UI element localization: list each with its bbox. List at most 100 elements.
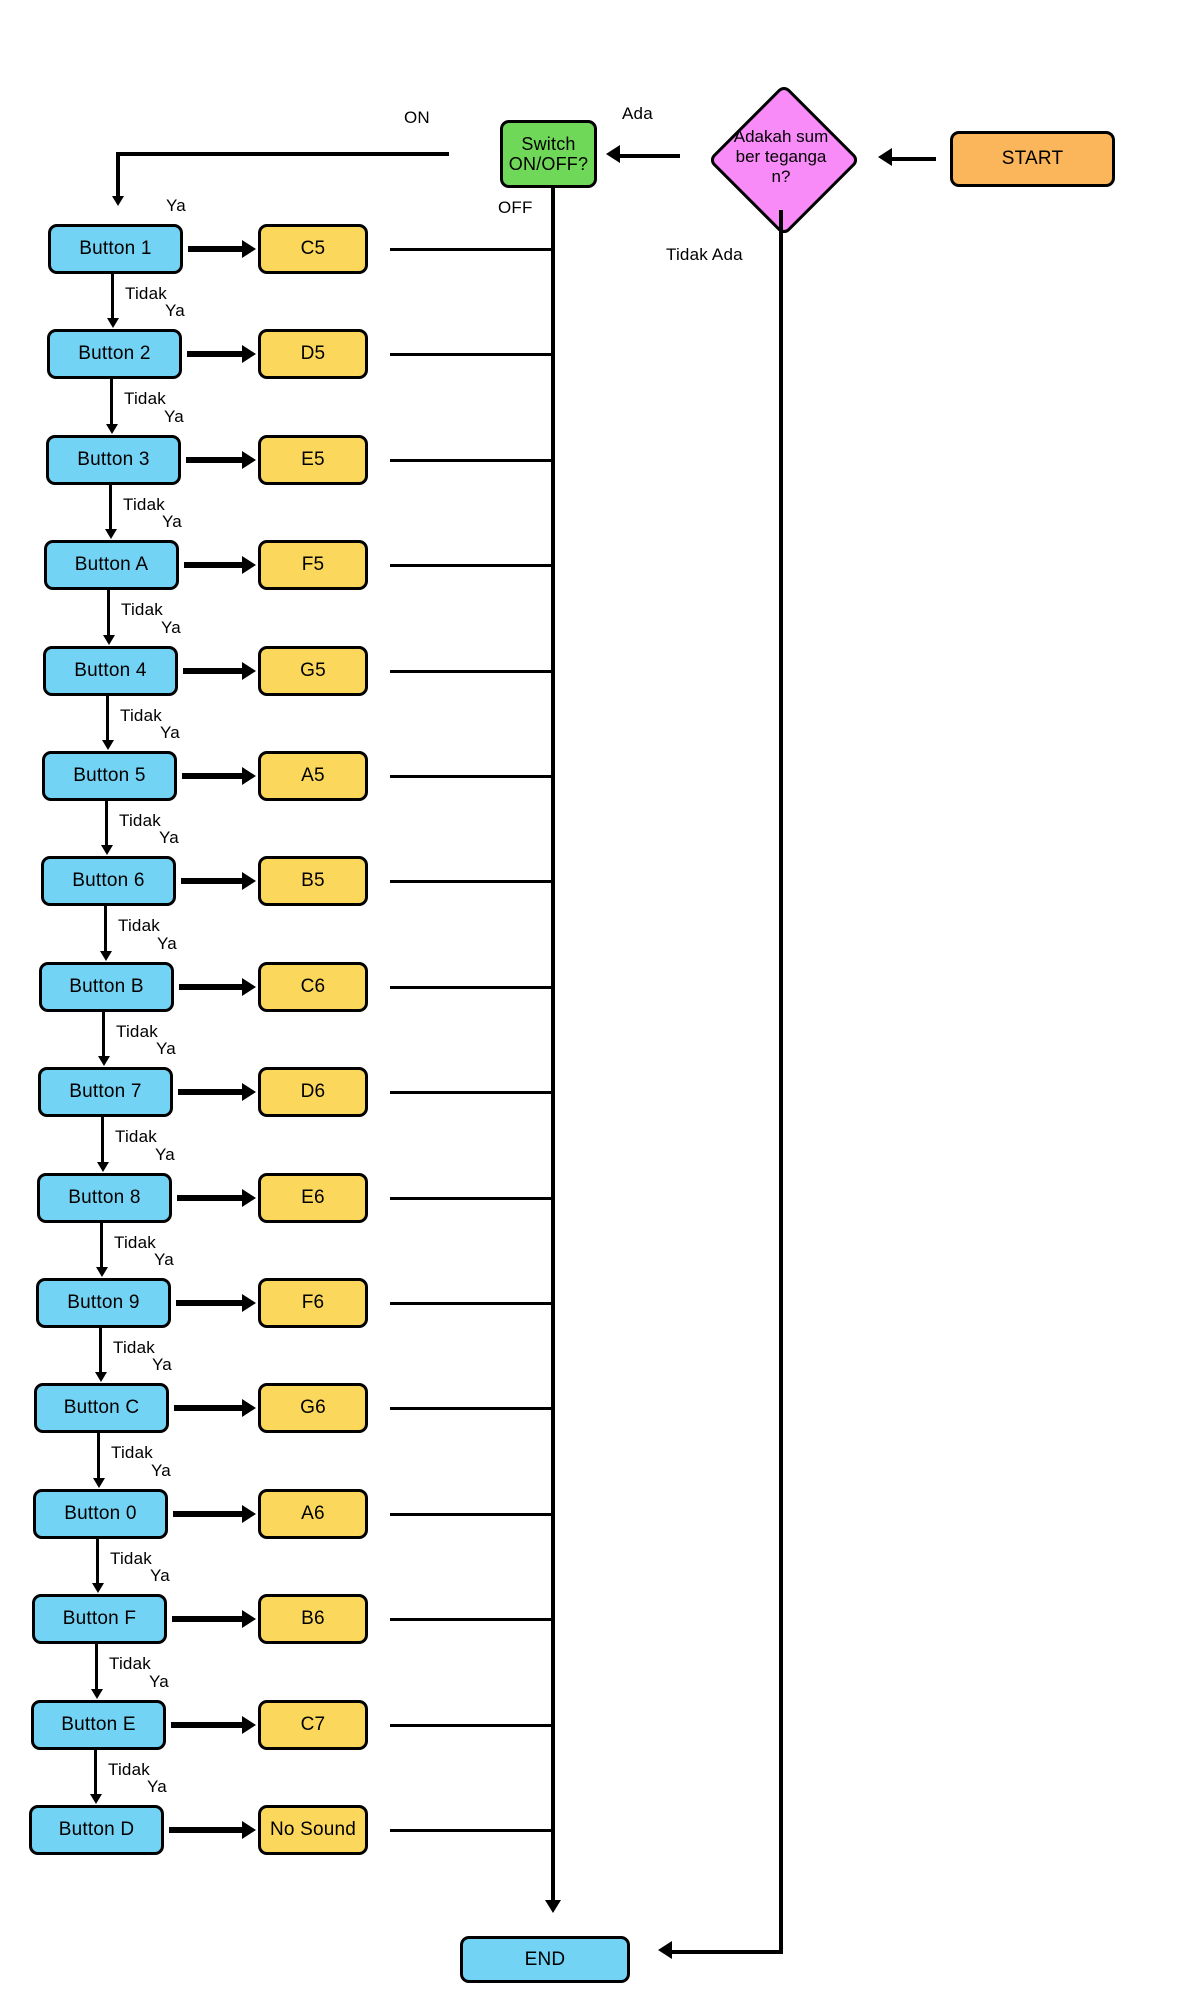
- node-note-label: C7: [300, 1714, 326, 1736]
- arrowhead-button-to-note-7: [242, 872, 256, 890]
- node-note-12[interactable]: G6: [258, 1383, 368, 1433]
- node-note-label: D5: [300, 343, 326, 365]
- edge-label-ya-12: Ya: [152, 1355, 172, 1374]
- edge-label-tidak-6: Tidak: [119, 811, 161, 830]
- node-end[interactable]: END: [460, 1936, 630, 1983]
- edge-note-to-collector-15: [390, 1724, 555, 1727]
- node-note-1[interactable]: C5: [258, 224, 368, 274]
- node-button-11[interactable]: Button 9: [36, 1278, 171, 1328]
- edge-label-ya-15: Ya: [149, 1672, 169, 1691]
- node-note-15[interactable]: C7: [258, 1700, 368, 1750]
- arrowhead-button-to-note-3: [242, 451, 256, 469]
- arrowhead-tidak-ada-to-end: [658, 1941, 672, 1959]
- arrowhead-button-to-note-8: [242, 978, 256, 996]
- node-button-label: Button 3: [77, 449, 150, 471]
- node-button-10[interactable]: Button 8: [37, 1173, 172, 1223]
- edge-label-ya-3: Ya: [164, 407, 184, 426]
- edge-button-to-note-8: [179, 984, 242, 990]
- node-note-2[interactable]: D5: [258, 329, 368, 379]
- edge-button-to-note-12: [174, 1405, 242, 1411]
- arrowhead-tidak-10: [95, 1267, 108, 1277]
- node-note-11[interactable]: F6: [258, 1278, 368, 1328]
- edge-button-to-note-1: [188, 246, 242, 252]
- node-button-2[interactable]: Button 2: [47, 329, 182, 379]
- node-button-label: Button 0: [64, 1503, 137, 1525]
- node-button-13[interactable]: Button 0: [33, 1489, 168, 1539]
- node-button-4[interactable]: Button A: [44, 540, 179, 590]
- edge-label-ya-8: Ya: [157, 934, 177, 953]
- edge-start-to-decision: [892, 157, 936, 161]
- arrowhead-tidak-9: [96, 1162, 109, 1172]
- edge-label-ya-13: Ya: [151, 1461, 171, 1480]
- edge-tidak-vertical-14: [95, 1644, 98, 1691]
- node-button-label: Button 7: [69, 1081, 142, 1103]
- node-note-label: G6: [300, 1397, 326, 1419]
- node-note-16[interactable]: No Sound: [258, 1805, 368, 1855]
- node-note-4[interactable]: F5: [258, 540, 368, 590]
- edge-button-to-note-14: [172, 1616, 242, 1622]
- node-note-7[interactable]: B5: [258, 856, 368, 906]
- arrowhead-button-to-note-6: [242, 767, 256, 785]
- node-note-label: A6: [301, 1503, 325, 1525]
- edge-label-tidak-5: Tidak: [120, 706, 162, 725]
- node-switch[interactable]: Switch ON/OFF?: [500, 120, 597, 188]
- arrowhead-button-to-note-13: [242, 1505, 256, 1523]
- node-button-5[interactable]: Button 4: [43, 646, 178, 696]
- node-button-14[interactable]: Button F: [32, 1594, 167, 1644]
- node-button-label: Button 8: [68, 1187, 141, 1209]
- arrowhead-button-to-note-9: [242, 1083, 256, 1101]
- edge-note-to-collector-6: [390, 775, 555, 778]
- edge-switch-on-vertical: [116, 152, 120, 201]
- edge-label-tidak-9: Tidak: [115, 1127, 157, 1146]
- node-note-8[interactable]: C6: [258, 962, 368, 1012]
- node-button-7[interactable]: Button 6: [41, 856, 176, 906]
- arrowhead-button-to-note-12: [242, 1399, 256, 1417]
- node-note-label: B6: [301, 1608, 325, 1630]
- node-note-3[interactable]: E5: [258, 435, 368, 485]
- node-note-label: F6: [301, 1292, 325, 1314]
- edge-button-to-note-15: [171, 1722, 242, 1728]
- edge-label-tidak-13: Tidak: [110, 1549, 152, 1568]
- node-button-6[interactable]: Button 5: [42, 751, 177, 801]
- node-note-label: E6: [301, 1187, 325, 1209]
- node-button-label: Button E: [61, 1714, 136, 1736]
- edge-note-to-collector-12: [390, 1407, 555, 1410]
- node-note-9[interactable]: D6: [258, 1067, 368, 1117]
- edge-label-ya-6: Ya: [160, 723, 180, 742]
- edge-tidak-vertical-10: [100, 1223, 103, 1269]
- node-note-5[interactable]: G5: [258, 646, 368, 696]
- edge-button-to-note-16: [169, 1827, 242, 1833]
- node-note-label: D6: [300, 1081, 326, 1103]
- edge-label-tidak-3: Tidak: [123, 495, 165, 514]
- edge-label-ya-10: Ya: [155, 1145, 175, 1164]
- edge-label-tidak-10: Tidak: [114, 1233, 156, 1252]
- node-button-label: Button D: [58, 1819, 135, 1841]
- node-start[interactable]: START: [950, 131, 1115, 187]
- node-end-label: END: [524, 1948, 566, 1970]
- node-note-14[interactable]: B6: [258, 1594, 368, 1644]
- node-note-10[interactable]: E6: [258, 1173, 368, 1223]
- node-button-1[interactable]: Button 1: [48, 224, 183, 274]
- edge-note-to-collector-5: [390, 670, 555, 673]
- edge-label-tidak-11: Tidak: [113, 1338, 155, 1357]
- edge-label-tidak-12: Tidak: [111, 1443, 153, 1462]
- edge-note-to-collector-14: [390, 1618, 555, 1621]
- arrowhead-tidak-13: [91, 1583, 104, 1593]
- node-button-3[interactable]: Button 3: [46, 435, 181, 485]
- node-decision-power-source[interactable]: Adakah sumber tegangan?: [681, 83, 881, 237]
- node-note-13[interactable]: A6: [258, 1489, 368, 1539]
- arrowhead-button-to-note-2: [242, 345, 256, 363]
- edge-label-tidak-ada: Tidak Ada: [666, 245, 743, 264]
- node-button-9[interactable]: Button 7: [38, 1067, 173, 1117]
- node-button-label: Button 6: [72, 870, 145, 892]
- node-button-16[interactable]: Button D: [29, 1805, 164, 1855]
- node-button-8[interactable]: Button B: [39, 962, 174, 1012]
- node-button-label: Button 9: [67, 1292, 140, 1314]
- arrowhead-tidak-8: [97, 1056, 110, 1066]
- edge-button-to-note-2: [187, 351, 242, 357]
- node-button-12[interactable]: Button C: [34, 1383, 169, 1433]
- edge-label-tidak-15: Tidak: [108, 1760, 150, 1779]
- arrowhead-button-to-note-5: [242, 662, 256, 680]
- node-note-6[interactable]: A5: [258, 751, 368, 801]
- node-button-15[interactable]: Button E: [31, 1700, 166, 1750]
